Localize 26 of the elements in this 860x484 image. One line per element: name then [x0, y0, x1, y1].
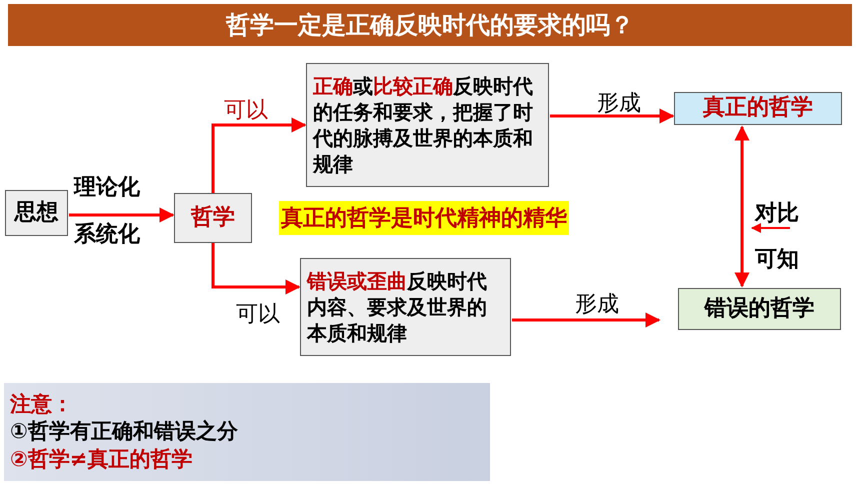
arrow — [69, 208, 174, 222]
arrow — [512, 312, 660, 328]
concept-box: 哲学 — [174, 193, 252, 243]
description-box: 错误或歪曲反映时代内容、要求及世界的本质和规律 — [300, 258, 511, 356]
edge-label: 对比 — [755, 200, 799, 228]
note-text: ②哲学≠真正的哲学 — [10, 446, 192, 473]
edge-label: 可以 — [224, 97, 268, 125]
arrow — [550, 108, 674, 124]
result-box: 真正的哲学 — [674, 92, 842, 125]
arrow — [212, 118, 306, 193]
edge-label: 形成 — [597, 90, 641, 118]
description-box: 正确或比较正确反映时代的任务和要求，把握了时代的脉搏及世界的本质和规律 — [306, 63, 549, 187]
annotation-text: 可知 — [755, 246, 799, 274]
note-text: 注意： — [10, 391, 73, 418]
result-box: 错误的哲学 — [678, 288, 841, 330]
note-panel — [4, 383, 490, 481]
edge-label: 可以 — [236, 301, 280, 329]
title-bar: 哲学一定是正确反映时代的要求的吗？ — [8, 4, 852, 46]
note-text: ①哲学有正确和错误之分 — [10, 418, 238, 446]
concept-box: 思想 — [5, 190, 68, 236]
edge-label: 理论化 — [74, 174, 140, 202]
arrow — [212, 243, 300, 294]
edge-label: 形成 — [575, 291, 619, 319]
arrow — [734, 126, 750, 288]
highlighted-statement: 真正的哲学是时代精神的精华 — [279, 201, 569, 235]
annotation-text: 系统化 — [74, 221, 140, 249]
